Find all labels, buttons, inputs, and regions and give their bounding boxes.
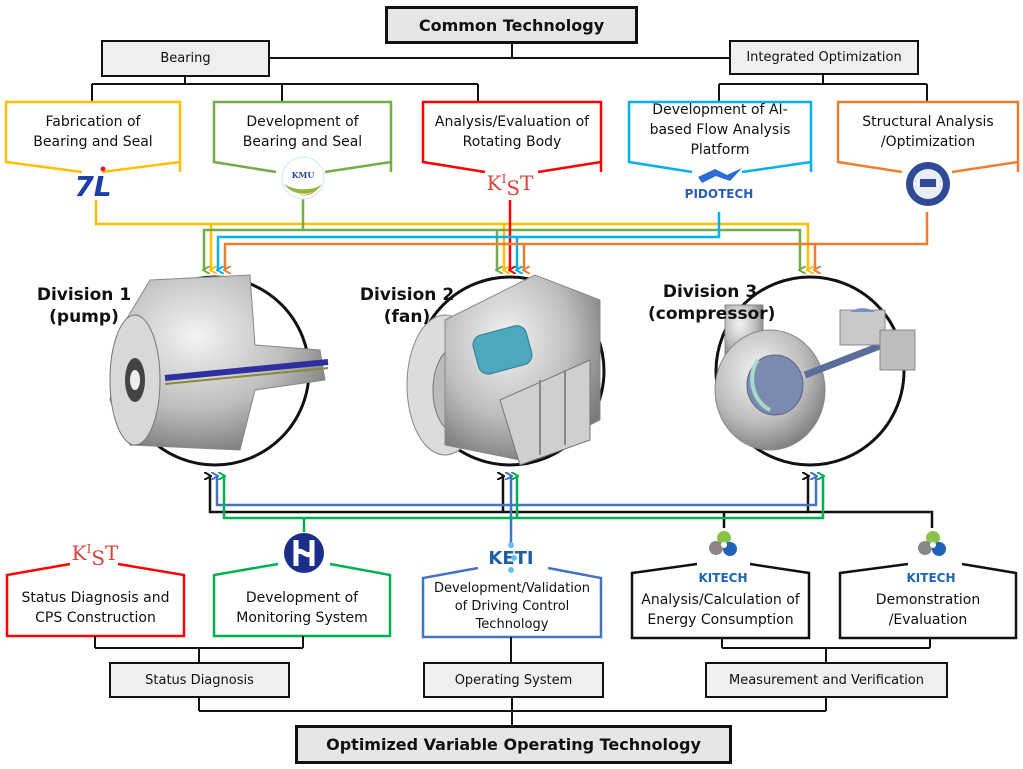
flow-green-2 [303, 228, 800, 270]
category-status-diagnosis: Status Diagnosis [109, 662, 290, 698]
task-driving-control: Development/Validation of Driving Contro… [423, 580, 601, 634]
optimized-variable-operating-technology: Optimized Variable Operating Technology [295, 725, 732, 764]
division-title-line: (pump) [49, 307, 119, 327]
hyundai-emblem [284, 533, 324, 573]
division-title-line: Division 2 [359, 285, 455, 305]
task-label-line: Energy Consumption [647, 612, 794, 628]
division-title-line: (compressor) [648, 304, 776, 324]
task-label-line: Status Diagnosis and [21, 590, 170, 606]
division-1-title: Division 1 (pump) [24, 284, 144, 328]
task-box-outline [838, 562, 1018, 640]
task-ai-flow-analysis: Development of AI- based Flow Analysis P… [629, 100, 811, 160]
flow-orange [225, 212, 929, 270]
division-title-line: Division 1 [36, 285, 132, 305]
task-box-outline [836, 100, 1020, 174]
task-structural-analysis: Structural Analysis /Optimization [838, 112, 1018, 152]
task-energy-consumption: Analysis/Calculation of Energy Consumpti… [632, 590, 809, 630]
compressor-illustration [714, 304, 916, 451]
fan-illustration [406, 274, 601, 466]
pidotech-logo: PIDOTECH [685, 168, 754, 201]
task-label-line: Analysis/Evaluation of [434, 114, 590, 130]
category-integrated-optimization: Integrated Optimization [729, 40, 919, 75]
svg-text:7L: 7L [74, 170, 111, 203]
task-label-line: Development of AI- [652, 102, 788, 118]
task-box-outline [212, 100, 393, 174]
task-label-line: /Evaluation [888, 612, 968, 628]
flow-sky [218, 212, 721, 270]
kmu-logo: KMU [281, 156, 325, 200]
task-label-line: Fabrication of [45, 114, 141, 130]
task-box-outline [4, 100, 182, 174]
flow-black [210, 476, 503, 514]
division-2-title: Division 2 (fan) [352, 284, 462, 328]
task-label-line: Analysis/Calculation of [641, 592, 800, 608]
task-box-outline [627, 100, 813, 174]
svg-text:KIST: KIST [487, 171, 534, 200]
flow-dgreen [224, 476, 823, 520]
bottom-tree-connectors [94, 636, 931, 726]
task-label-line: Platform [690, 142, 750, 158]
task-label-line: Bearing and Seal [242, 134, 363, 150]
division-3-title: Division 3 (compressor) [648, 281, 776, 325]
kitech-logo-2: KITECH [907, 531, 956, 585]
category-measurement-verification: Measurement and Verification [705, 662, 948, 698]
task-label-line: of Driving Control [454, 599, 570, 614]
task-status-diagnosis-cps: Status Diagnosis and CPS Construction [7, 588, 184, 628]
task-label-line: CPS Construction [35, 610, 156, 626]
top-tree-connectors [91, 44, 928, 102]
category-bearing: Bearing [101, 40, 270, 77]
svg-text:KETI: KETI [488, 548, 533, 569]
flow-yellow [94, 200, 808, 270]
task-label-line: Technology [475, 617, 549, 632]
task-analysis-rotating-body: Analysis/Evaluation of Rotating Body [423, 112, 601, 152]
task-box-outline [421, 100, 603, 174]
task-fabrication-bearing-seal: Fabrication of Bearing and Seal [6, 112, 180, 152]
keti-logo: KETI [488, 542, 534, 573]
flow-black-2 [503, 476, 808, 514]
task-label-line: Development of [245, 590, 359, 606]
flow-green [204, 192, 305, 270]
svg-text:KITECH: KITECH [907, 571, 956, 585]
category-operating-system: Operating System [423, 662, 604, 698]
task-label-line: Monitoring System [236, 610, 368, 626]
common-technology-header: Common Technology [385, 6, 638, 44]
tl-logo: 7L [74, 166, 112, 203]
task-label-line: Rotating Body [462, 134, 562, 150]
kist-logo-top: KIST [487, 171, 534, 200]
task-label-line: Bearing and Seal [33, 134, 153, 150]
top-task-shapes [4, 100, 1020, 174]
pump-illustration [109, 274, 329, 451]
top-flow-lines [94, 192, 929, 270]
kitech-logo-1: KITECH [699, 531, 748, 585]
task-label-line: Structural Analysis [862, 114, 994, 130]
task-label-line: /Optimization [880, 134, 976, 150]
division-title-line: Division 3 [662, 282, 758, 302]
task-box-outline [630, 562, 811, 640]
task-demonstration-evaluation: Demonstration /Evaluation [840, 590, 1016, 630]
task-label-line: Development of [246, 114, 359, 130]
kist-logo-bottom: KIST [72, 541, 119, 570]
task-development-bearing-seal: Development of Bearing and Seal [214, 112, 391, 152]
bottom-flow-lines [210, 476, 934, 548]
svg-text:KITECH: KITECH [699, 571, 748, 585]
task-label-line: Development/Validation [433, 581, 591, 596]
svg-text:PIDOTECH: PIDOTECH [685, 187, 754, 201]
hanyang-emblem [906, 162, 950, 206]
task-label-line: Demonstration [875, 592, 981, 608]
flow-black-3 [808, 476, 934, 528]
svg-text:KIST: KIST [72, 541, 119, 570]
task-monitoring-system: Development of Monitoring System [214, 588, 390, 628]
svg-text:KMU: KMU [292, 170, 315, 180]
task-label-line: based Flow Analysis [649, 122, 791, 138]
division-title-line: (fan) [383, 307, 431, 327]
